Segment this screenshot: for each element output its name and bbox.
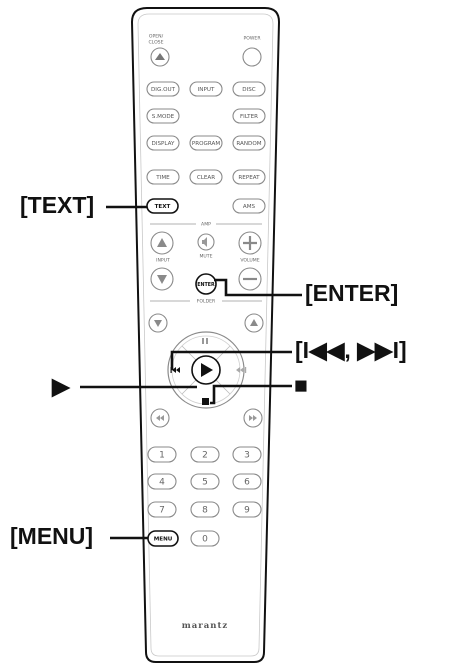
skip-back-icon	[172, 367, 180, 373]
number-key-5[interactable]	[190, 473, 220, 490]
number-key-3[interactable]	[232, 446, 262, 463]
filter-button[interactable]	[232, 108, 266, 124]
arrow-down-icon	[157, 275, 167, 284]
random-button[interactable]	[232, 135, 266, 151]
ams-button[interactable]	[232, 198, 266, 214]
remote-inner-edge	[137, 13, 274, 657]
clear-label: CLEAR	[197, 175, 215, 181]
plus-icon	[243, 236, 257, 250]
stop-icon	[202, 398, 209, 405]
menu-callout: [MENU]	[10, 523, 93, 549]
open-close-label: OPEN/	[149, 34, 164, 40]
number-key-8[interactable]	[190, 501, 220, 518]
number-key-1[interactable]	[147, 446, 177, 463]
number-key-4[interactable]	[147, 473, 177, 490]
play-icon	[201, 363, 213, 377]
fast-forward-icon	[249, 415, 257, 421]
play-callout: ▶	[51, 373, 71, 399]
number-key-4-label: 4	[159, 478, 165, 488]
amp-input-label: INPUT	[156, 258, 170, 264]
enter-button[interactable]	[195, 273, 217, 295]
skip-forward-icon	[236, 367, 244, 373]
enter-callout: [ENTER]	[305, 280, 398, 306]
disc-button[interactable]	[232, 81, 266, 97]
power-button[interactable]	[242, 47, 262, 67]
number-key-8-label: 8	[202, 506, 208, 516]
number-key-7-label: 7	[159, 506, 165, 516]
volume-label: VOLUME	[240, 258, 259, 264]
speaker-mute-icon	[202, 237, 207, 247]
open-close-label-2: CLOSE	[148, 40, 163, 46]
enter-leader-line	[214, 278, 302, 297]
folder-down-icon	[154, 320, 162, 327]
menu-button-label: MENU	[154, 537, 173, 543]
program-label: PROGRAM	[192, 141, 220, 147]
number-key-2-label: 2	[202, 451, 208, 461]
folder-label: FOLDER	[197, 299, 216, 305]
enter-button-label: ENTER	[197, 282, 215, 288]
disc-label: DISC	[242, 87, 256, 93]
repeat-button[interactable]	[232, 169, 266, 185]
ams-label: AMS	[243, 204, 256, 210]
number-key-9-label: 9	[244, 506, 250, 516]
number-key-5-label: 5	[202, 478, 208, 488]
number-key-9[interactable]	[232, 501, 262, 518]
pause-icon	[202, 338, 204, 344]
amp-label: AMP	[201, 222, 211, 228]
program-button[interactable]	[189, 135, 223, 151]
mute-label: MUTE	[199, 254, 212, 260]
dig-out-button[interactable]	[146, 81, 180, 97]
arrow-up-icon	[157, 238, 167, 247]
stop-leader-line	[210, 384, 292, 405]
eject-icon	[155, 53, 165, 60]
dig-out-label: DIG.OUT	[151, 87, 176, 93]
skip-forward-bar	[245, 367, 247, 373]
time-label: TIME	[155, 175, 170, 181]
s-mode-label: S.MODE	[152, 114, 175, 120]
repeat-label: REPEAT	[238, 175, 260, 181]
power-label: POWER	[243, 36, 261, 42]
random-label: RANDOM	[236, 141, 261, 147]
brand-logo: marantz	[182, 621, 228, 631]
folder-up-icon	[250, 319, 258, 326]
number-key-0-label: 0	[202, 535, 208, 545]
rewind-icon	[156, 415, 164, 421]
skip-leader-line	[170, 350, 292, 370]
number-key-0[interactable]	[190, 530, 220, 547]
stop-callout: ■	[294, 372, 308, 398]
number-key-7[interactable]	[147, 501, 177, 518]
number-key-2[interactable]	[190, 446, 220, 463]
text-button-label: TEXT	[155, 204, 171, 210]
display-button[interactable]	[146, 135, 180, 151]
number-key-3-label: 3	[244, 451, 250, 461]
input-button[interactable]	[189, 81, 223, 97]
number-key-6-label: 6	[244, 478, 250, 488]
filter-label: FILTER	[240, 114, 258, 120]
number-key-1-label: 1	[159, 451, 165, 461]
input-label: INPUT	[198, 87, 215, 93]
display-label: DISPLAY	[152, 141, 176, 147]
s-mode-button[interactable]	[146, 108, 180, 124]
number-key-6[interactable]	[232, 473, 262, 490]
pause-icon-bar	[206, 338, 208, 344]
text-callout: [TEXT]	[20, 192, 94, 218]
clear-button[interactable]	[189, 169, 223, 185]
skip-callout: [I◀◀, ▶▶I]	[295, 337, 407, 363]
time-button[interactable]	[146, 169, 180, 185]
